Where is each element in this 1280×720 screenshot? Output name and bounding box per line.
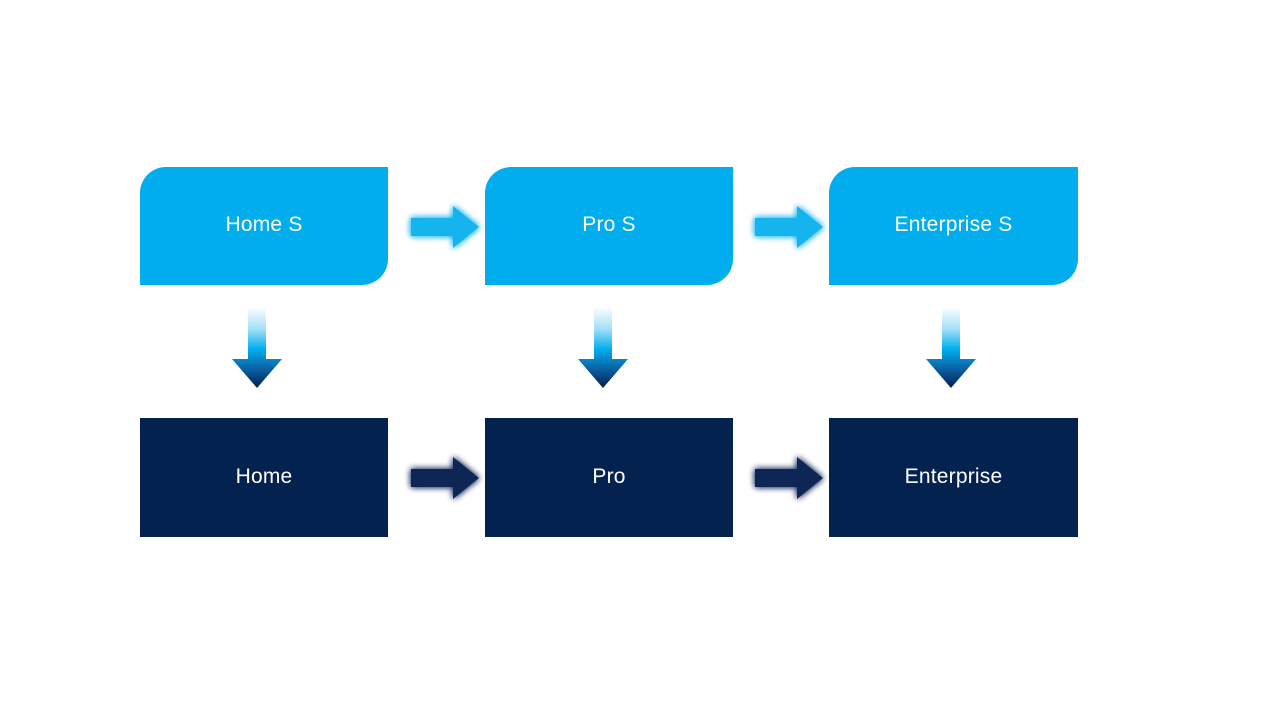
- arrow-down-home-s-to-home-icon: [231, 307, 283, 389]
- arrow-down-pro-s-to-pro-icon: [577, 307, 629, 389]
- node-enterprise-s[interactable]: Enterprise S: [829, 167, 1078, 285]
- arrow-right-pro-to-enterprise-icon: [753, 454, 825, 502]
- node-home-s[interactable]: Home S: [140, 167, 388, 285]
- node-enterprise[interactable]: Enterprise: [829, 418, 1078, 537]
- node-home[interactable]: Home: [140, 418, 388, 537]
- arrow-right-pro-s-to-enterprise-s-icon: [753, 203, 825, 251]
- arrow-right-home-s-to-pro-s-icon: [409, 203, 481, 251]
- node-label-enterprise: Enterprise: [904, 464, 1003, 488]
- arrow-down-enterprise-s-to-enterprise-icon: [925, 307, 977, 389]
- node-label-pro: Pro: [592, 464, 626, 488]
- node-label-home: Home: [235, 464, 293, 488]
- node-pro-s[interactable]: Pro S: [485, 167, 733, 285]
- node-label-enterprise-s: Enterprise S: [894, 213, 1013, 237]
- node-pro[interactable]: Pro: [485, 418, 733, 537]
- node-label-pro-s: Pro S: [582, 213, 636, 237]
- arrow-right-home-to-pro-icon: [409, 454, 481, 502]
- node-label-home-s: Home S: [225, 213, 303, 237]
